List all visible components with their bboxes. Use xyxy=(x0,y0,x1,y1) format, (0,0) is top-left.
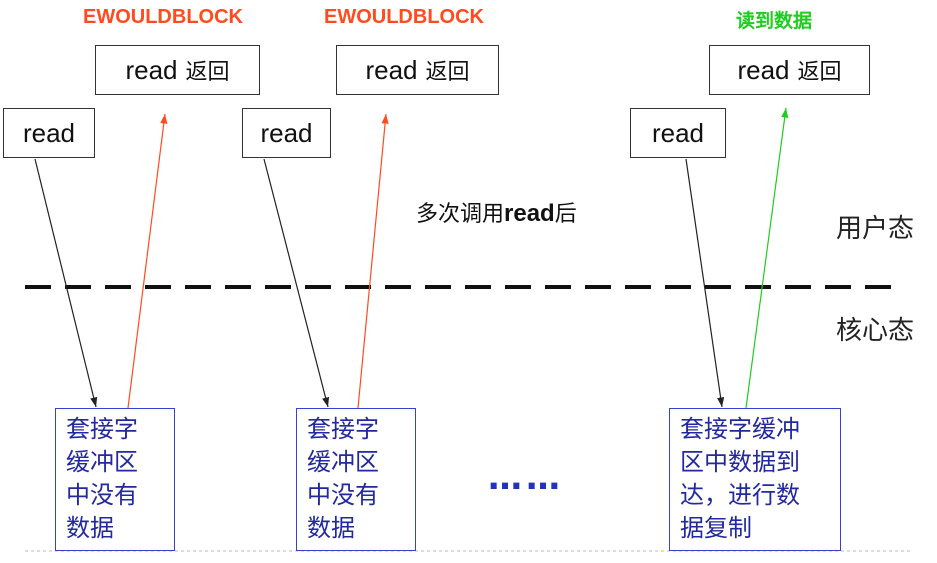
kernel-box-line: 中没有 xyxy=(307,481,379,509)
note-bold-read: read xyxy=(504,200,555,227)
call-arrow-2 xyxy=(263,158,330,408)
kernel-box-line: 缓冲区 xyxy=(66,448,138,476)
kernel-box-line: 数据 xyxy=(307,514,355,542)
user-mode-label: 用户态 xyxy=(836,214,915,244)
status-label-ewouldblock-2: EWOULDBLOCK xyxy=(324,6,484,28)
note-suffix: 后 xyxy=(554,202,577,227)
status-label-ewouldblock-1: EWOULDBLOCK xyxy=(83,6,243,28)
kernel-box-line: 套接字缓冲 xyxy=(680,415,800,443)
return-arrow-1 xyxy=(127,113,168,409)
read-return-suffix: 返回 xyxy=(425,60,470,85)
read-return-word: read xyxy=(737,54,790,85)
read-call-box-1: read xyxy=(3,108,95,158)
read-return-box-1: read 返回 xyxy=(95,45,260,95)
read-return-suffix: 返回 xyxy=(185,60,230,85)
read-return-suffix: 返回 xyxy=(797,60,842,85)
call-arrow-1 xyxy=(34,158,98,408)
return-arrow-3 xyxy=(745,107,789,409)
repeated-read-note: 多次调用read后 xyxy=(416,196,577,228)
kernel-box-line: 区中数据到 xyxy=(680,448,800,476)
kernel-box-line: 缓冲区 xyxy=(307,448,379,476)
call-arrow-3 xyxy=(685,158,725,408)
kernel-box-line: 中没有 xyxy=(66,481,138,509)
kernel-box-line: 据复制 xyxy=(680,514,752,542)
kernel-buffer-box-2: 套接字 缓冲区 中没有 数据 xyxy=(296,408,416,551)
read-return-word: read xyxy=(125,54,178,85)
kernel-buffer-box-1: 套接字 缓冲区 中没有 数据 xyxy=(55,408,175,551)
kernel-box-line: 数据 xyxy=(66,514,114,542)
return-arrow-2 xyxy=(357,113,389,409)
kernel-buffer-box-3: 套接字缓冲 区中数据到 达，进行数 据复制 xyxy=(669,408,841,551)
ellipsis-marker: …… xyxy=(488,458,564,498)
status-label-data-read: 读到数据 xyxy=(736,11,813,32)
kernel-box-line: 套接字 xyxy=(307,415,379,443)
note-prefix: 多次调用 xyxy=(416,202,505,227)
read-call-box-2: read xyxy=(242,108,331,158)
kernel-box-line: 套接字 xyxy=(66,415,138,443)
read-return-box-2: read 返回 xyxy=(336,45,499,95)
read-return-word: read xyxy=(365,54,418,85)
read-return-box-3: read 返回 xyxy=(709,45,870,95)
kernel-mode-label: 核心态 xyxy=(836,316,915,346)
kernel-box-line: 达，进行数 xyxy=(680,481,800,509)
read-call-box-3: read xyxy=(630,108,726,158)
